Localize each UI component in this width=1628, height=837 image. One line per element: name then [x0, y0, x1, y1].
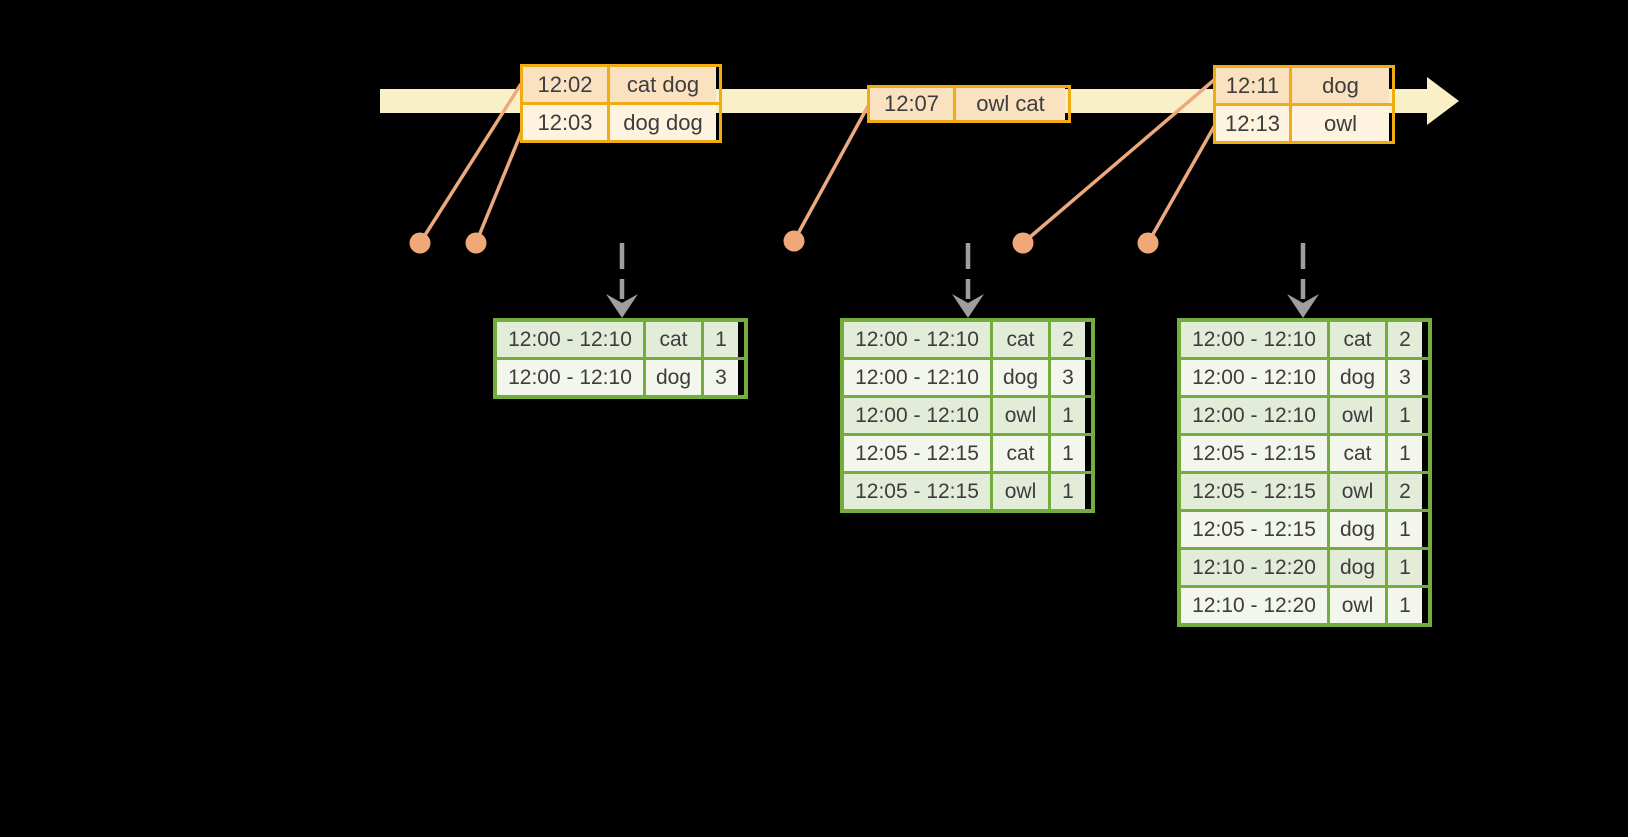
- table-cell: dog dog: [607, 105, 716, 140]
- connector-line: [792, 105, 870, 242]
- table-cell: 2: [1385, 322, 1422, 357]
- table-cell: 12:13: [1216, 106, 1289, 141]
- trigger-arrow-shafts: [619, 243, 1306, 299]
- table-cell: 3: [1048, 360, 1085, 395]
- table-cell: 12:00 - 12:10: [1181, 360, 1327, 395]
- table-cell: owl cat: [953, 88, 1065, 120]
- table-cell: 1: [1385, 436, 1422, 471]
- table-cell: 12:10 - 12:20: [1181, 588, 1327, 623]
- connector-line: [1021, 78, 1216, 245]
- table-cell: 1: [1385, 398, 1422, 433]
- table-cell: cat: [1327, 436, 1385, 471]
- table-cell: 12:00 - 12:10: [844, 322, 990, 357]
- timeline-arrowhead-icon: [1427, 77, 1459, 125]
- table-cell: dog: [1327, 550, 1385, 585]
- table-cell: 3: [701, 360, 738, 395]
- event-dots: [409, 230, 1159, 254]
- table-cell: dog: [643, 360, 701, 395]
- table-cell: 12:00 - 12:10: [1181, 322, 1327, 357]
- table-cell: 12:03: [523, 105, 607, 140]
- table-cell: 12:00 - 12:10: [497, 360, 643, 395]
- table-cell: 12:05 - 12:15: [844, 474, 990, 509]
- table-cell: cat: [990, 436, 1048, 471]
- table-cell: owl: [1327, 474, 1385, 509]
- table-cell: 12:05 - 12:15: [1181, 474, 1327, 509]
- trigger-arrowheads: [606, 294, 1319, 318]
- down-arrow-icon: [606, 294, 638, 318]
- table-cell: 2: [1385, 474, 1422, 509]
- table-cell: 12:00 - 12:10: [497, 322, 643, 357]
- table-cell: owl: [990, 474, 1048, 509]
- table-cell: 12:05 - 12:15: [844, 436, 990, 471]
- table-cell: 12:00 - 12:10: [844, 398, 990, 433]
- table-cell: 12:00 - 12:10: [1181, 398, 1327, 433]
- table-cell: 1: [1385, 588, 1422, 623]
- table-cell: 1: [1048, 436, 1085, 471]
- table-cell: 1: [1048, 398, 1085, 433]
- table-cell: dog: [1289, 68, 1389, 103]
- table-cell: 1: [1385, 550, 1422, 585]
- table-cell: owl: [1327, 588, 1385, 623]
- event-dot: [465, 232, 487, 254]
- table-cell: owl: [1289, 106, 1389, 141]
- table-cell: owl: [1327, 398, 1385, 433]
- table-cell: 1: [1048, 474, 1085, 509]
- event-connector-lines: [418, 78, 1217, 245]
- connector-line: [474, 125, 526, 244]
- table-cell: dog: [1327, 360, 1385, 395]
- table-cell: 12:00 - 12:10: [844, 360, 990, 395]
- table-cell: dog: [1327, 512, 1385, 547]
- table-cell: 2: [1048, 322, 1085, 357]
- table-cell: 3: [1385, 360, 1422, 395]
- table-cell: 1: [701, 322, 738, 357]
- table-cell: 1: [1385, 512, 1422, 547]
- table-cell: 12:05 - 12:15: [1181, 512, 1327, 547]
- table-cell: cat dog: [607, 67, 716, 102]
- table-cell: dog: [990, 360, 1048, 395]
- table-cell: cat: [1327, 322, 1385, 357]
- table-cell: cat: [643, 322, 701, 357]
- table-cell: cat: [990, 322, 1048, 357]
- event-dot: [1012, 232, 1034, 254]
- table-cell: 12:02: [523, 67, 607, 102]
- table-cell: owl: [990, 398, 1048, 433]
- event-dot: [409, 232, 431, 254]
- down-arrow-icon: [952, 294, 984, 318]
- table-cell: 12:10 - 12:20: [1181, 550, 1327, 585]
- event-dot: [783, 230, 805, 252]
- table-cell: 12:07: [870, 88, 953, 120]
- table-cell: 12:05 - 12:15: [1181, 436, 1327, 471]
- connector-line: [418, 83, 523, 244]
- connector-line: [1146, 124, 1217, 244]
- down-arrow-icon: [1287, 294, 1319, 318]
- table-cell: 12:11: [1216, 68, 1289, 103]
- event-dot: [1137, 232, 1159, 254]
